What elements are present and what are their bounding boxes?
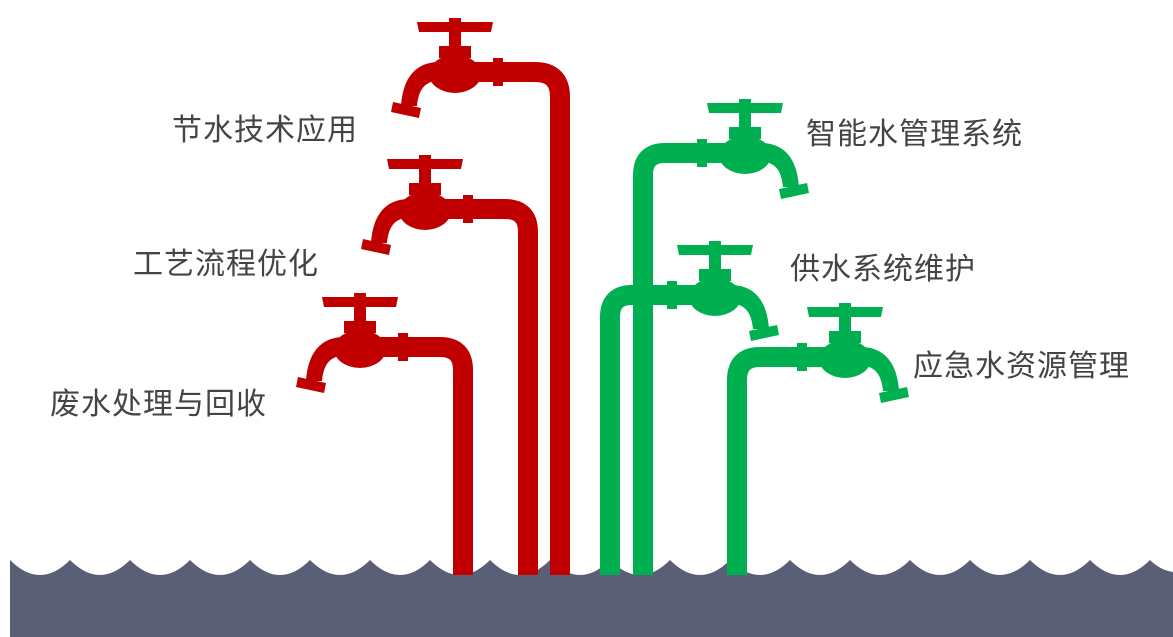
- label-process-optimization: 工艺流程优化: [133, 247, 319, 282]
- faucet-green-2: [667, 241, 779, 341]
- label-supply-maintenance: 供水系统维护: [790, 252, 976, 287]
- label-wastewater-treatment: 废水处理与回收: [50, 387, 267, 422]
- faucet-red-3: [296, 293, 408, 393]
- pipe-green-1: [633, 143, 700, 575]
- pipe-green-3: [727, 347, 800, 575]
- pipe-red-3: [395, 337, 473, 575]
- label-emergency-water: 应急水资源管理: [913, 349, 1130, 384]
- water-surface: [10, 560, 1173, 637]
- pipe-red-1: [490, 62, 570, 575]
- faucet-red-1: [391, 18, 503, 118]
- pipe-green-2: [600, 285, 670, 575]
- faucet-red-2: [361, 155, 473, 255]
- label-smart-water-management: 智能水管理系统: [806, 117, 1023, 152]
- pipe-red-2: [460, 199, 538, 575]
- faucet-green-1: [697, 99, 809, 199]
- label-water-saving-tech: 节水技术应用: [172, 113, 358, 148]
- faucet-green-3: [797, 303, 909, 403]
